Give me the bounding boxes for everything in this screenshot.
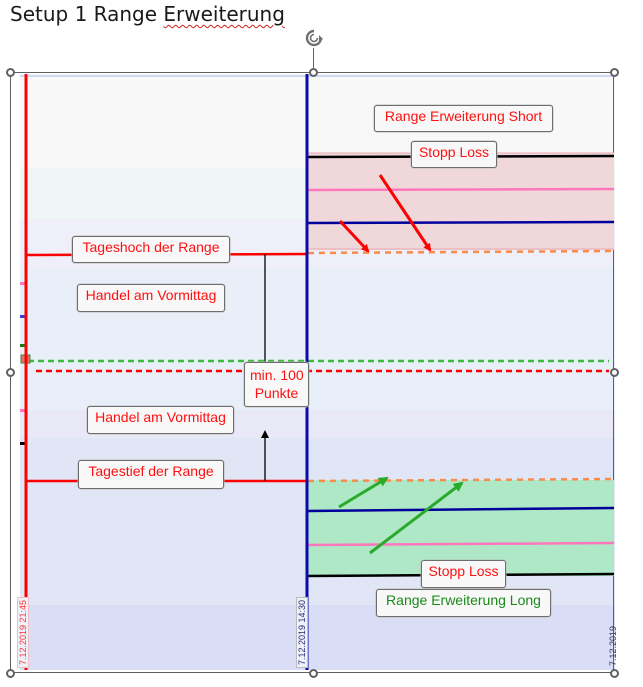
label-range-extension-short: Range Erweiterung Short: [374, 105, 553, 132]
long-arrow-2: [369, 481, 464, 555]
label-morning-trading-1: Handel am Vormittag: [77, 284, 225, 312]
pink-line-short: [307, 187, 615, 192]
resize-handle-top-left[interactable]: [6, 68, 15, 77]
axis-tick-green: [20, 344, 25, 347]
axis-tick-black: [20, 442, 25, 445]
resize-handle-top-middle[interactable]: [309, 68, 318, 77]
label-min-points-line1: min. 100: [250, 367, 304, 383]
short-arrow-2: [378, 174, 432, 252]
blue-line-short: [307, 220, 615, 225]
label-day-low: Tagestief der Range: [78, 460, 224, 489]
label-min-points: min. 100 Punkte: [244, 362, 309, 407]
resize-handle-middle-left[interactable]: [6, 368, 15, 377]
label-stop-loss-short: Stopp Loss: [411, 141, 497, 168]
orange-dashed-short: [307, 249, 615, 255]
label-stop-loss-long: Stopp Loss: [421, 560, 506, 588]
label-range-extension-long: Range Erweiterung Long: [376, 589, 551, 617]
label-min-points-line2: Punkte: [254, 385, 299, 401]
document-title: Setup 1 Range Erweiterung: [10, 2, 285, 26]
label-morning-trading-2: Handel am Vormittag: [87, 406, 234, 434]
resize-handle-bottom-left[interactable]: [6, 669, 15, 678]
long-arrow-1: [338, 476, 389, 509]
title-prefix: Setup 1 Range: [10, 2, 164, 26]
time-label-mid: 7.12.2019 14:30: [296, 596, 308, 668]
orange-dashed-long: [307, 477, 615, 483]
rotate-icon[interactable]: [304, 28, 324, 48]
axis-tick-pink-2: [20, 409, 25, 412]
time-label-left: 7.12.2019 21:45: [17, 596, 29, 668]
resize-handle-top-right[interactable]: [610, 68, 619, 77]
axis-tick-blue: [20, 315, 25, 318]
time-label-right: 7.12.2019: [608, 625, 618, 666]
blue-line-long: [307, 506, 615, 513]
resize-handle-middle-right[interactable]: [610, 368, 619, 377]
label-day-high: Tageshoch der Range: [72, 236, 230, 263]
resize-handle-bottom-right[interactable]: [610, 669, 619, 678]
short-arrow-1: [338, 219, 370, 253]
pink-line-long: [307, 541, 615, 547]
resize-handle-bottom-middle[interactable]: [309, 669, 318, 678]
axis-tick-pink: [20, 282, 25, 285]
rotate-connector: [313, 48, 314, 68]
title-misspelled-word: Erweiterung: [163, 2, 285, 26]
short-zone: [308, 153, 614, 250]
